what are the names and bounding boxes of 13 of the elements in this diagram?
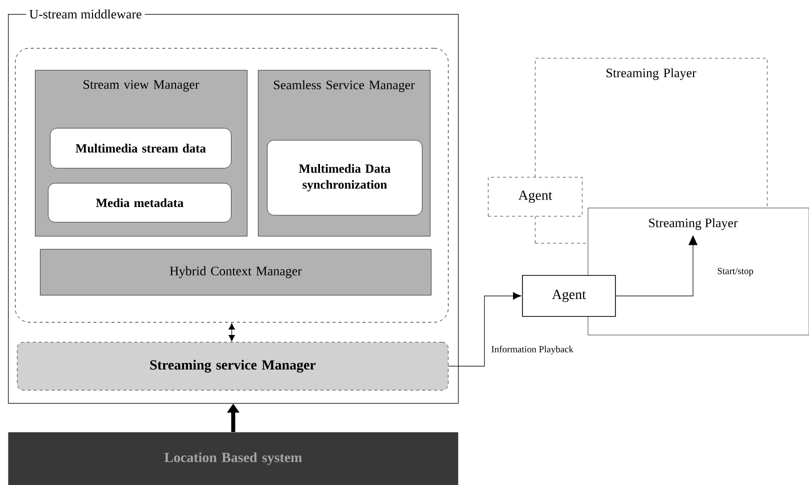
edge-label: Start/stop	[718, 268, 754, 276]
component-box: Media metadata	[48, 183, 232, 222]
component-box: Multimedia Data synchronization	[267, 140, 422, 216]
arrow	[448, 292, 522, 366]
group-outline	[15, 48, 448, 322]
manager-box: Streaming service Manager	[17, 342, 448, 390]
agent-box: Agent	[522, 275, 616, 317]
system-bar: Location Based system	[8, 432, 458, 485]
agent-box: Agent	[488, 177, 582, 216]
component-box: Multimedia stream data	[50, 128, 232, 168]
arrow	[228, 323, 235, 342]
manager-box: Hybrid Context Manager	[40, 249, 432, 296]
edge-label: Information Playback	[492, 346, 574, 354]
